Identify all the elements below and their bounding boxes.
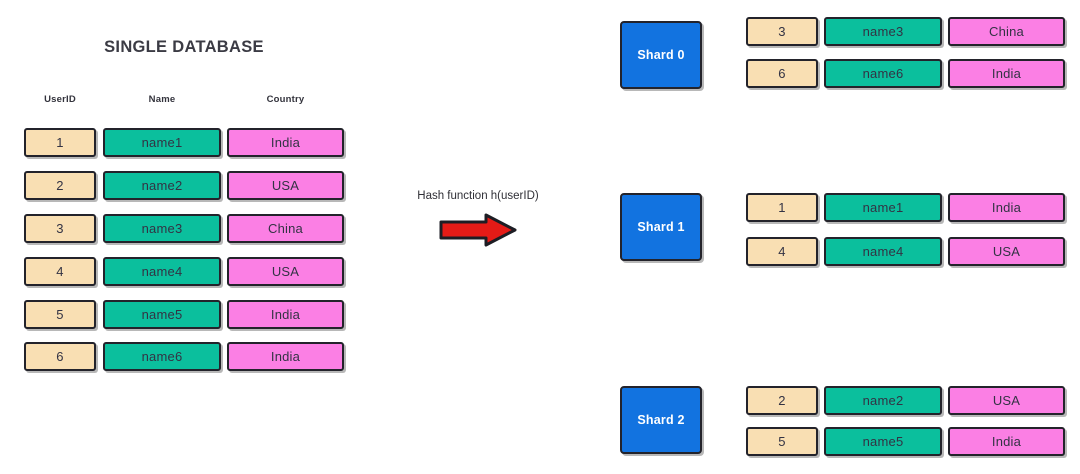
hash-function-label: Hash function h(userID) xyxy=(417,190,539,202)
column-header-name: Name xyxy=(148,94,176,105)
db-cell-country: India xyxy=(227,128,344,157)
shard-cell-country: India xyxy=(948,427,1065,456)
shard-box-1: Shard 1 xyxy=(620,193,702,261)
column-header-country: Country xyxy=(266,94,305,105)
shard-cell-name: name3 xyxy=(824,17,942,46)
shard-cell-country: India xyxy=(948,59,1065,88)
db-cell-name: name1 xyxy=(103,128,221,157)
shard-cell-country: China xyxy=(948,17,1065,46)
shard-cell-name: name5 xyxy=(824,427,942,456)
db-cell-userid: 1 xyxy=(24,128,96,157)
db-cell-name: name4 xyxy=(103,257,221,286)
shard-cell-userid: 4 xyxy=(746,237,818,266)
shard-cell-country: USA xyxy=(948,237,1065,266)
shard-cell-userid: 3 xyxy=(746,17,818,46)
shard-cell-name: name4 xyxy=(824,237,942,266)
column-header-userid: UserID xyxy=(44,94,76,105)
shard-cell-name: name2 xyxy=(824,386,942,415)
db-cell-userid: 4 xyxy=(24,257,96,286)
db-cell-country: USA xyxy=(227,257,344,286)
shard-cell-userid: 2 xyxy=(746,386,818,415)
shard-cell-country: India xyxy=(948,193,1065,222)
db-cell-userid: 3 xyxy=(24,214,96,243)
shard-cell-userid: 6 xyxy=(746,59,818,88)
shard-cell-userid: 1 xyxy=(746,193,818,222)
db-cell-country: India xyxy=(227,300,344,329)
shard-box-0: Shard 0 xyxy=(620,21,702,89)
right-arrow-icon xyxy=(438,212,518,248)
db-cell-userid: 2 xyxy=(24,171,96,200)
db-cell-name: name6 xyxy=(103,342,221,371)
shard-cell-country: USA xyxy=(948,386,1065,415)
db-cell-userid: 6 xyxy=(24,342,96,371)
shard-cell-name: name6 xyxy=(824,59,942,88)
db-cell-country: India xyxy=(227,342,344,371)
db-cell-name: name3 xyxy=(103,214,221,243)
shard-box-2: Shard 2 xyxy=(620,386,702,454)
page-title: SINGLE DATABASE xyxy=(104,38,264,56)
db-cell-userid: 5 xyxy=(24,300,96,329)
db-cell-country: USA xyxy=(227,171,344,200)
shard-cell-userid: 5 xyxy=(746,427,818,456)
db-cell-country: China xyxy=(227,214,344,243)
shard-cell-name: name1 xyxy=(824,193,942,222)
db-cell-name: name5 xyxy=(103,300,221,329)
db-cell-name: name2 xyxy=(103,171,221,200)
